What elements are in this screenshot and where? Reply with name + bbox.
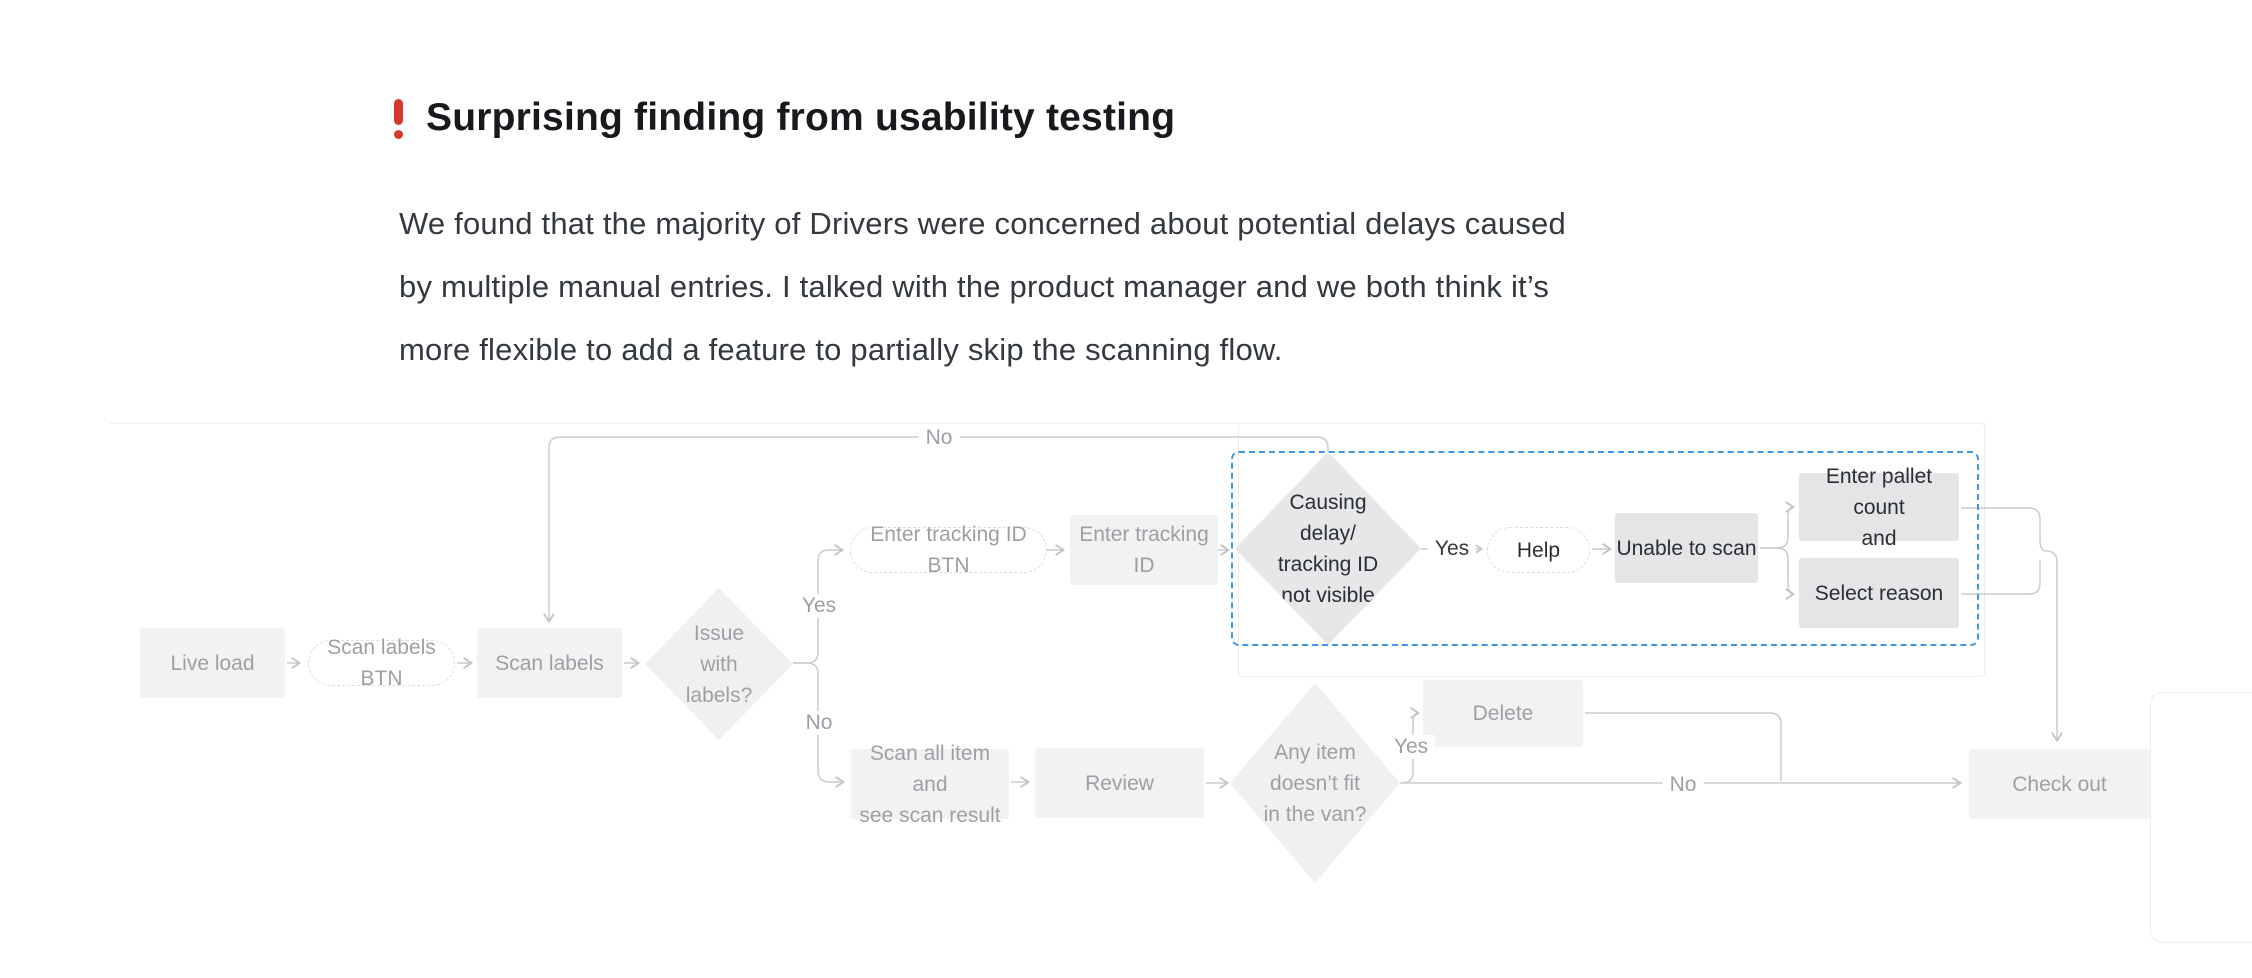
node-label: not visible [1281, 583, 1375, 607]
node-label: Causing [1289, 490, 1367, 514]
node-label: Review [1085, 771, 1154, 795]
node-label: Check out [2012, 772, 2107, 796]
node-label: see scan result [859, 803, 1001, 827]
node-select-reason[interactable]: Select reason [1799, 558, 1959, 628]
node-label: Unable to scan [1616, 536, 1757, 560]
node-enter-tracking-id[interactable]: Enter tracking ID [1070, 515, 1218, 585]
node-label: Enter pallet count [1825, 464, 1933, 519]
node-label: doesn’t fit [1270, 771, 1360, 795]
node-enter-tracking-id-btn[interactable]: Enter tracking ID BTN [850, 523, 1047, 577]
artboard-top-edge [110, 423, 1985, 424]
edge-label-no: No [918, 426, 960, 450]
node-label: Scan all item and [869, 741, 991, 796]
node-label: Help [1516, 538, 1561, 562]
paragraph-line: more flexible to add a feature to partia… [399, 332, 1283, 367]
node-label: Delete [1472, 702, 1534, 725]
node-delete[interactable]: Delete [1423, 680, 1583, 747]
paragraph-line: by multiple manual entries. I talked wit… [399, 269, 1550, 304]
page-title: Surprising finding from usability testin… [426, 96, 1176, 139]
node-label: Scan labels [495, 651, 604, 675]
node-label: in the van? [1263, 802, 1367, 826]
node-review[interactable]: Review [1035, 748, 1204, 818]
edge-label-no: No [1662, 773, 1704, 797]
node-label: tracking ID [1277, 552, 1379, 576]
edge-label-yes: Yes [1386, 735, 1436, 759]
paragraph-line: We found that the majority of Drivers we… [399, 206, 1566, 241]
node-live-load[interactable]: Live load [140, 628, 285, 698]
node-label: with [700, 652, 738, 676]
node-label: and [1861, 526, 1897, 550]
node-label: Live load [170, 651, 255, 675]
selection-box[interactable] [1231, 451, 1979, 646]
node-scan-labels-btn[interactable]: Scan labels BTN [308, 636, 455, 690]
node-label: Enter tracking ID [1079, 523, 1209, 577]
node-unable-to-scan[interactable]: Unable to scan [1615, 513, 1758, 583]
right-frame-outline [2150, 692, 2252, 943]
node-check-out[interactable]: Check out [1969, 749, 2150, 819]
node-label: Scan labels BTN [327, 636, 436, 690]
finding-paragraph: We found that the majority of Drivers we… [399, 192, 1566, 381]
edge-label-no: No [798, 711, 840, 735]
node-label: Enter tracking ID BTN [870, 523, 1027, 577]
node-scan-all-items[interactable]: Scan all item and see scan result [851, 742, 1009, 827]
node-label: Any item [1274, 740, 1356, 764]
edge-label-yes: Yes [794, 594, 844, 618]
edge-label-yes: Yes [1427, 537, 1477, 561]
node-help[interactable]: Help [1487, 527, 1590, 573]
section-header: Surprising finding from usability testin… [393, 96, 1175, 140]
red-exclamation-icon [393, 97, 404, 139]
node-label: Issue [693, 621, 745, 645]
node-label: Select reason [1814, 581, 1944, 605]
node-label: delay/ [1299, 521, 1357, 545]
node-scan-labels[interactable]: Scan labels [477, 628, 622, 698]
node-enter-pallet-count[interactable]: Enter pallet count and [1799, 465, 1959, 550]
node-label: labels? [685, 683, 753, 707]
